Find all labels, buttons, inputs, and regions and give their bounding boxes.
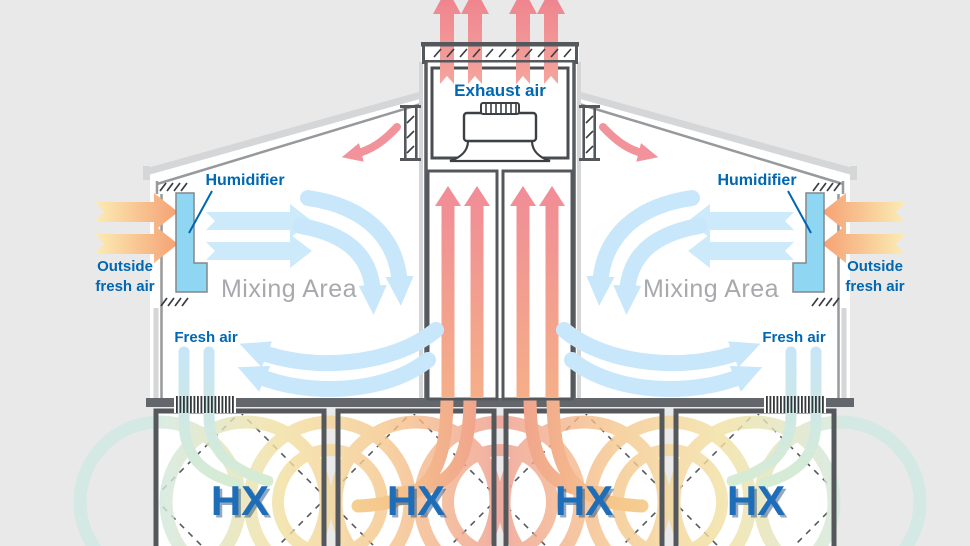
hx-label-1: HX: [210, 477, 270, 524]
roof: [143, 91, 857, 194]
tower-louver-right: [579, 105, 600, 161]
shaft-channel-right: [501, 169, 574, 401]
humidifier-left-leader-line: [188, 190, 213, 234]
humidifier-left-panel: [175, 192, 208, 293]
hx-label-3: HX: [554, 477, 614, 524]
exhaust-air-label: Exhaust air: [454, 81, 546, 100]
roof-louver: [421, 42, 579, 64]
exhaust-arrow: [539, 186, 565, 398]
mixing-area-label-right: Mixing Area: [642, 275, 780, 303]
humidifier-label-left: Humidifier: [205, 172, 285, 189]
exhaust-arrow: [510, 186, 536, 398]
roof-left-outer: [145, 91, 422, 176]
outer-walls: [153, 194, 847, 398]
fresh-air-label-right: Fresh air: [762, 329, 826, 346]
humidifier-right-leader-line: [787, 190, 812, 234]
humidified-air-arrows-left: [206, 204, 312, 268]
roof-right-inner: [578, 102, 844, 186]
hx-label-4: HX: [726, 477, 786, 524]
mixing-area-label-left: Mixing Area: [220, 275, 358, 303]
hx-box-borders: [153, 408, 837, 546]
intake-grille-left: [176, 396, 234, 413]
exhaust-arrow: [464, 186, 490, 398]
wall-louvers: [159, 182, 841, 307]
mix-arrow-left-back-2: [237, 352, 436, 398]
tower-louver-left: [400, 105, 421, 161]
shaft-channel-left: [426, 169, 499, 401]
exhaust-arrow: [435, 186, 461, 398]
wall-louver-left-top: [159, 182, 188, 192]
mixing-circulation-arrows: [237, 190, 763, 398]
wall-louver-left-bottom: [160, 297, 189, 307]
mix-arrow-right-down-2: [613, 218, 707, 315]
wall-louver-right-bottom: [811, 297, 840, 307]
mix-arrow-right-down-1: [586, 190, 700, 306]
mix-arrow-left-down-2: [293, 218, 387, 315]
outside-fresh-air-arrows-left: [95, 193, 178, 263]
roof-right-outer: [578, 91, 855, 176]
hx-label-2: HX: [386, 477, 446, 524]
mix-arrow-right-back-2: [564, 352, 763, 398]
humidifier-right-panel: [792, 192, 825, 293]
wall-louver-right-top: [812, 182, 841, 192]
floor-deck: [146, 398, 854, 407]
fresh-air-tubes: [178, 346, 822, 489]
outside-fresh-air-label-left: Outside fresh air: [95, 258, 155, 296]
exhaust-leak-arrow-right: [599, 123, 659, 162]
outside-fresh-air-arrows-right: [822, 193, 905, 263]
mix-arrow-left-down-1: [300, 190, 414, 306]
exhaust-tower: [419, 62, 581, 401]
mix-arrow-right-back-1: [556, 322, 761, 372]
roof-left-inner: [156, 102, 422, 186]
exhaust-fan-icon: [449, 102, 551, 163]
hot-flow-tubes: [351, 388, 649, 513]
humidified-air-arrows-right: [688, 204, 794, 268]
exhaust-leak-arrow-left: [341, 123, 401, 162]
humidifier-label-right: Humidifier: [717, 172, 797, 189]
intake-grille-right: [766, 396, 824, 413]
roof-louver-frame: [424, 44, 576, 62]
outside-fresh-air-label-right: Outside fresh air: [845, 258, 905, 296]
fresh-air-label-left: Fresh air: [174, 329, 238, 346]
mix-arrow-left-back-1: [239, 322, 444, 372]
shaft-exhaust-arrows: [435, 186, 565, 398]
hx-section: [73, 346, 927, 546]
